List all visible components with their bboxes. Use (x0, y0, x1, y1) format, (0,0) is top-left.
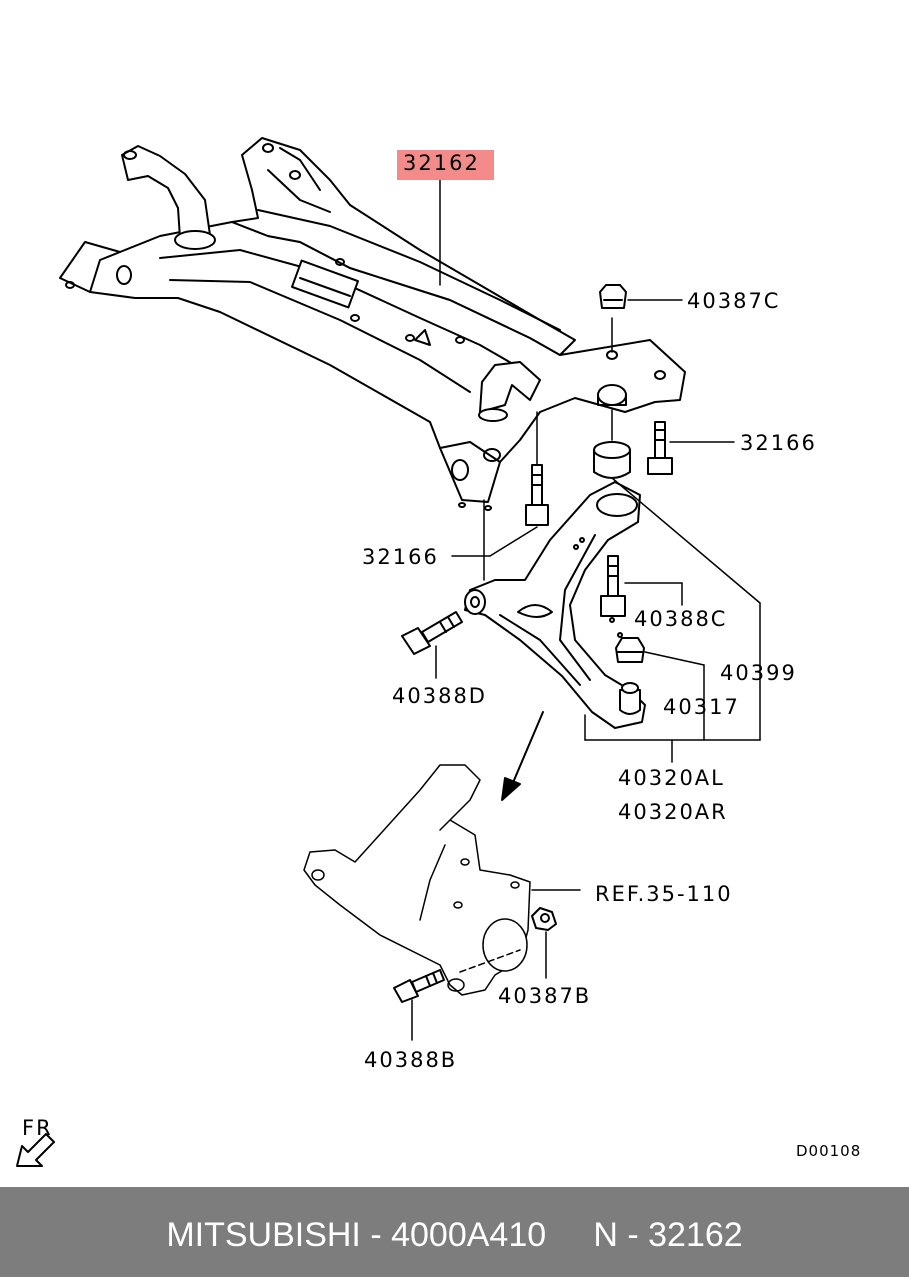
label-40388b: 40388B (364, 1048, 458, 1072)
nut-40387b (531, 907, 557, 931)
bolt-32166-left (525, 464, 549, 526)
ball-joint (619, 682, 641, 715)
bolt-32166-right (647, 421, 673, 475)
bushing (593, 441, 631, 479)
label-32166-right: 32166 (740, 431, 817, 455)
label-40388d: 40388D (392, 684, 487, 708)
label-40399: 40399 (720, 661, 797, 685)
label-40320ar: 40320AR (618, 800, 728, 824)
crossmember-32162 (59, 137, 686, 511)
lower-arm-40320 (464, 481, 646, 729)
leader-lines (411, 171, 761, 1041)
bolt-40388c (600, 555, 626, 617)
label-40317: 40317 (663, 695, 740, 719)
label-ref-35-110: REF.35-110 (595, 882, 733, 906)
nut-40387c (599, 284, 627, 309)
label-40320al: 40320AL (618, 766, 725, 790)
diagram-code: D00108 (796, 1142, 862, 1160)
parts-diagram (16, 137, 761, 1167)
bolt-40388d (401, 611, 463, 655)
fr-arrow-icon (16, 1133, 55, 1167)
direction-arrow (501, 711, 544, 801)
label-32162-highlighted: 32162 (397, 150, 494, 180)
label-40387c: 40387C (687, 289, 781, 313)
footer-part-info: MITSUBISHI - 4000A410 N - 32162 (166, 1216, 743, 1254)
nut-40317 (615, 637, 645, 663)
steering-knuckle (303, 764, 531, 996)
label-32166-left: 32166 (362, 545, 439, 569)
footer-bar (0, 1187, 909, 1277)
label-40388c: 40388C (634, 607, 728, 631)
label-40387b: 40387B (498, 984, 592, 1008)
label-fr: FR (22, 1116, 53, 1140)
bolt-40388b (393, 969, 445, 1003)
